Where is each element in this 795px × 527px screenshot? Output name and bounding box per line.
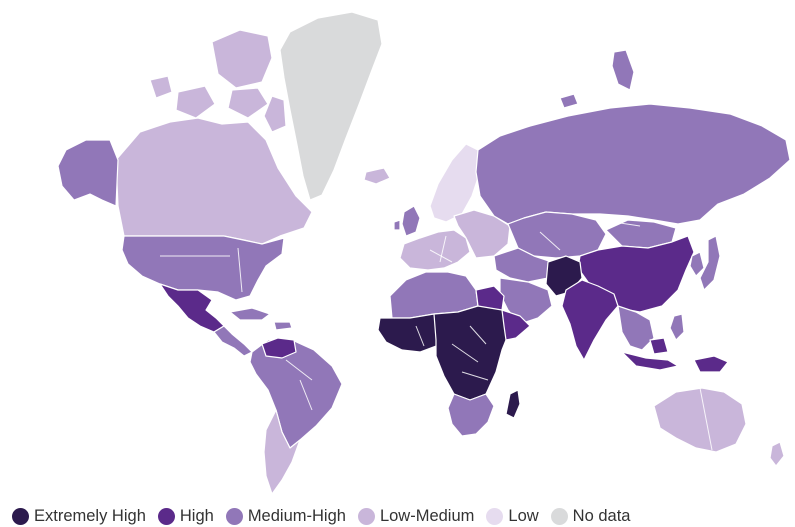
legend-swatch-low-medium bbox=[357, 507, 375, 525]
legend-item-extremely-high: Extremely High bbox=[12, 507, 146, 526]
legend-item-high: High bbox=[157, 506, 214, 526]
region-korea[interactable] bbox=[689, 251, 705, 277]
legend-label-medium-high: Medium-High bbox=[247, 506, 346, 525]
legend-item-low-medium: Low-Medium bbox=[357, 506, 475, 526]
region-venezuela[interactable] bbox=[261, 337, 297, 359]
region-western-europe[interactable] bbox=[399, 229, 471, 271]
region-russian-arctic-islands[interactable] bbox=[559, 49, 635, 109]
region-canadian-arctic-islands[interactable] bbox=[149, 29, 287, 133]
region-indonesia[interactable] bbox=[621, 337, 679, 371]
legend-item-no-data: No data bbox=[550, 506, 631, 526]
map-legend: Extremely High High Medium-High Low-Medi… bbox=[12, 506, 630, 526]
legend-swatch-low bbox=[486, 507, 504, 525]
country-borders bbox=[160, 219, 713, 451]
region-united-states[interactable] bbox=[121, 235, 285, 301]
legend-swatch-medium-high bbox=[225, 507, 243, 525]
region-canada[interactable] bbox=[115, 117, 313, 245]
legend-label-extremely-high: Extremely High bbox=[34, 506, 146, 525]
region-central-america[interactable] bbox=[213, 325, 253, 357]
region-philippines[interactable] bbox=[669, 313, 685, 341]
region-uk-ireland[interactable] bbox=[393, 205, 421, 237]
region-caribbean[interactable] bbox=[229, 307, 293, 331]
region-central-east-africa[interactable] bbox=[433, 305, 511, 401]
world-map-svg bbox=[57, 11, 791, 495]
legend-label-low-medium: Low-Medium bbox=[379, 506, 475, 525]
world-map bbox=[57, 11, 791, 495]
region-horn-of-africa[interactable] bbox=[501, 309, 531, 341]
region-russia[interactable] bbox=[475, 103, 791, 225]
legend-label-low: Low bbox=[508, 506, 539, 525]
region-papua[interactable] bbox=[693, 355, 729, 373]
legend-swatch-extremely-high bbox=[12, 507, 29, 525]
region-southeast-asia[interactable] bbox=[617, 305, 655, 351]
region-eastern-europe[interactable] bbox=[453, 209, 511, 259]
legend-label-no-data: No data bbox=[572, 506, 631, 525]
region-south-america[interactable] bbox=[249, 339, 343, 449]
region-india[interactable] bbox=[561, 279, 619, 361]
region-southern-africa[interactable] bbox=[447, 393, 495, 437]
legend-swatch-high bbox=[157, 507, 175, 525]
legend-swatch-no-data bbox=[550, 507, 568, 525]
region-new-zealand[interactable] bbox=[769, 441, 785, 467]
legend-item-medium-high: Medium-High bbox=[225, 506, 346, 526]
region-alaska[interactable] bbox=[57, 139, 119, 207]
region-australia[interactable] bbox=[653, 387, 747, 453]
region-chile-argentina[interactable] bbox=[263, 409, 301, 495]
region-west-africa[interactable] bbox=[377, 313, 441, 353]
region-iceland[interactable] bbox=[363, 167, 391, 185]
legend-item-low: Low bbox=[486, 506, 539, 526]
region-japan[interactable] bbox=[699, 235, 721, 291]
region-madagascar[interactable] bbox=[505, 389, 521, 419]
legend-label-high: High bbox=[179, 506, 214, 525]
region-greenland[interactable] bbox=[279, 11, 383, 201]
